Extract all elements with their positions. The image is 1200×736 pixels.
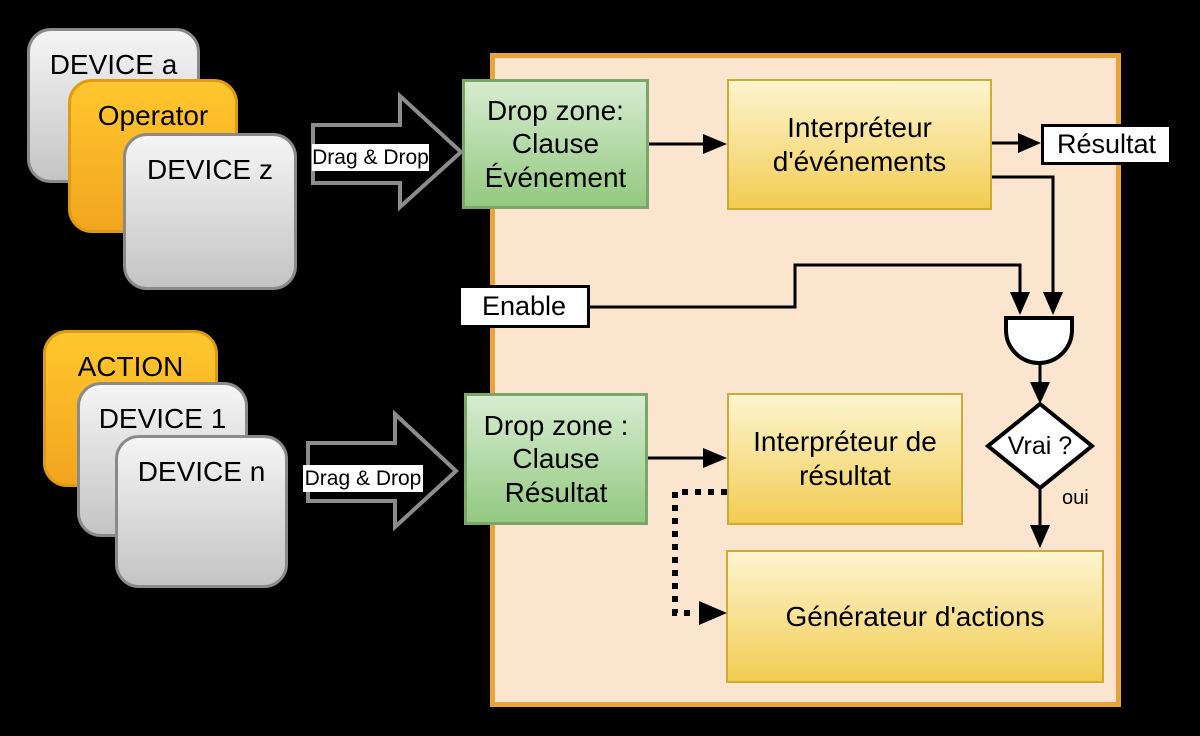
drag-drop-label-top: Drag & Drop: [312, 144, 429, 171]
card-operator-label: Operator: [97, 100, 209, 131]
drop-zone-event-clause[interactable]: Drop zone: Clause Événement: [462, 79, 649, 209]
card-device-a-label: DEVICE a: [49, 49, 178, 80]
action-generator-box: Générateur d'actions: [726, 550, 1104, 683]
drop-zone-result-clause[interactable]: Drop zone : Clause Résultat: [464, 393, 648, 525]
card-device-n-label: DEVICE n: [137, 456, 266, 487]
card-device-z-label: DEVICE z: [146, 154, 274, 185]
card-device-n[interactable]: DEVICE n: [115, 435, 288, 588]
card-action-label: ACTION: [77, 351, 184, 382]
result-tag: Résultat: [1041, 124, 1172, 165]
drag-drop-label-bottom: Drag & Drop: [303, 465, 423, 492]
decision-label: Vrai ?: [1007, 431, 1073, 460]
card-device-z[interactable]: DEVICE z: [123, 133, 297, 290]
event-interpreter-box: Interpréteur d'événements: [727, 79, 992, 210]
decision-yes-label: oui: [1062, 487, 1089, 509]
enable-tag: Enable: [458, 285, 590, 328]
result-interpreter-box: Interpréteur de résultat: [727, 393, 963, 525]
card-device-1-label: DEVICE 1: [98, 403, 227, 434]
